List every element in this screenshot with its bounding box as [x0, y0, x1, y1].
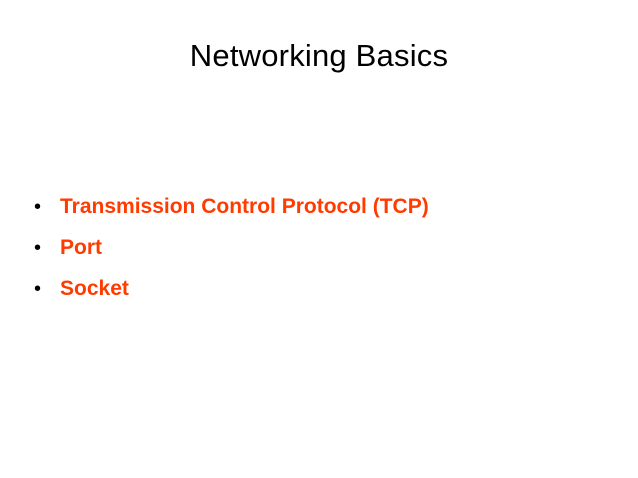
bullet-icon: •	[34, 278, 42, 300]
bullet-icon: •	[34, 237, 42, 259]
bullet-list: • Transmission Control Protocol (TCP) • …	[34, 195, 429, 318]
bullet-item-port: • Port	[34, 236, 429, 277]
bullet-item-tcp: • Transmission Control Protocol (TCP)	[34, 195, 429, 236]
slide-title: Networking Basics	[189, 38, 449, 73]
bullet-text-tcp: Transmission Control Protocol (TCP)	[60, 195, 429, 218]
bullet-text-port: Port	[60, 236, 102, 259]
bullet-text-socket: Socket	[60, 277, 129, 300]
bullet-item-socket: • Socket	[34, 277, 429, 318]
bullet-icon: •	[34, 196, 42, 218]
